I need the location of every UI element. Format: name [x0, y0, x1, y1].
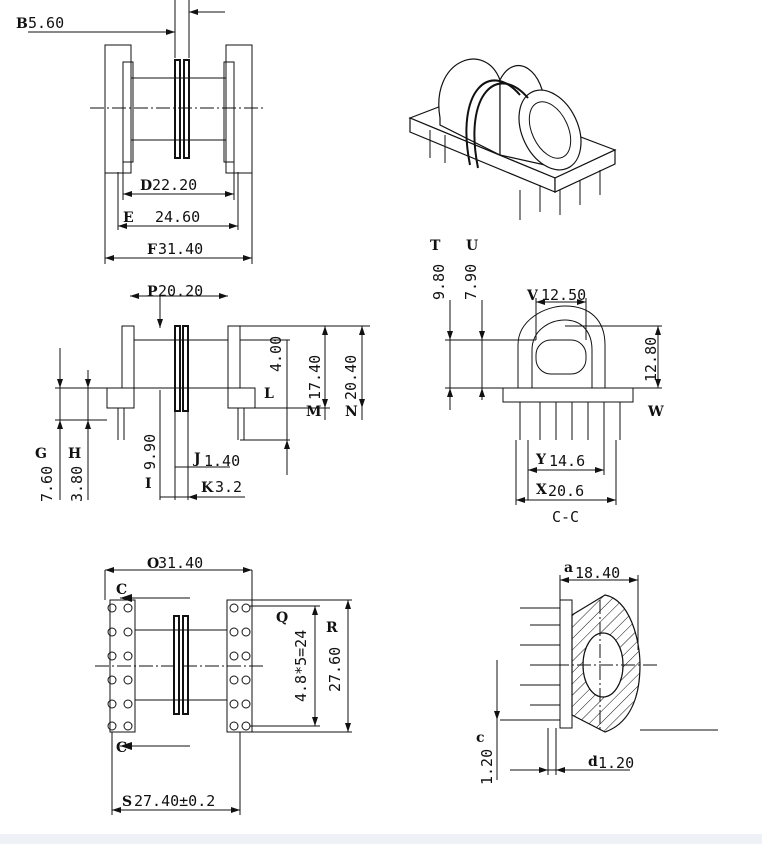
dim-K-label: K [201, 480, 214, 496]
dim-Y-label: Y [535, 452, 547, 468]
dim-D-value: 22.20 [152, 176, 197, 194]
dim-K-value: 3.2 [215, 478, 242, 496]
dim-U-value: 7.90 [462, 264, 480, 300]
isometric-view [408, 58, 617, 220]
dim-I-label: I [145, 476, 152, 492]
dim-D-label: D [140, 178, 152, 194]
dim-F-value: 31.40 [158, 240, 203, 258]
dim-T-label: T [430, 238, 441, 254]
dim-I-value: 9.90 [141, 434, 159, 470]
dim-Y-value: 14.6 [549, 452, 585, 470]
dim-X-value: 20.6 [548, 482, 584, 500]
dim-N-value: 20.40 [342, 355, 360, 400]
dim-d-value: 1.20 [598, 754, 634, 772]
section-marker-bottom: C [116, 740, 127, 756]
dim-R-label: R [326, 620, 338, 636]
dim-H-value: 3.80 [68, 466, 86, 502]
dim-P-label: P [147, 284, 158, 300]
dim-G-value: 7.60 [38, 466, 56, 502]
dim-O-value: 31.40 [158, 554, 203, 572]
section-marker-top: C [116, 582, 127, 598]
dim-c-label: c [476, 730, 485, 746]
top-view-left-flange [104, 44, 132, 174]
dim-M-value: 17.40 [306, 355, 324, 400]
dim-Q-label: Q [276, 610, 288, 626]
dim-c-value: 1.20 [478, 749, 496, 785]
dim-V-value: 12.50 [541, 286, 586, 304]
dim-U-label: U [466, 238, 478, 254]
dim-E-value: 24.60 [155, 208, 200, 226]
dim-E-label: E [123, 210, 134, 226]
dim-d-label: d [588, 754, 598, 770]
end-view: a 18.40 c 1.20 d 1.20 [476, 560, 718, 785]
dim-a-label: a [564, 560, 573, 576]
dim-W-value: 12.80 [642, 337, 660, 382]
dim-M-label: M [306, 404, 322, 420]
dim-B-value: 5.60 [28, 14, 64, 32]
section-cc-label: C-C [552, 508, 579, 526]
dim-Q-value: 4.8*5=24 [292, 630, 310, 702]
dim-H-label: H [68, 446, 81, 462]
left-pin-row [107, 603, 133, 731]
dim-J-value: 1.40 [204, 452, 240, 470]
top-view: B 5.60 D 22.20 E 24.60 F 31.40 [16, 0, 265, 264]
dim-S-label: S [122, 794, 132, 810]
dim-L-label: L [264, 386, 274, 402]
dim-P-value: 20.20 [158, 282, 203, 300]
dim-F-label: F [147, 242, 157, 258]
dim-B-label: B [16, 16, 28, 32]
dim-X-label: X [536, 482, 547, 498]
top-view-right-flange [225, 44, 253, 174]
dim-L-value: 4.00 [267, 336, 285, 372]
dim-N-label: N [345, 404, 358, 420]
dim-J-label: J [192, 451, 201, 467]
right-pin-row [229, 603, 251, 731]
dim-G-label: G [35, 446, 47, 462]
dim-W-label: W [647, 404, 664, 420]
dim-V-label: V [526, 288, 539, 304]
dim-R-value: 27.60 [326, 647, 344, 692]
footer-strip [0, 834, 762, 844]
dim-T-value: 9.80 [430, 264, 448, 300]
section-cc-view: T 9.80 U 7.90 V 12.50 W 12.80 Y 14.6 X 2… [430, 238, 664, 526]
dim-O-label: O [147, 556, 159, 572]
dim-a-value: 18.40 [575, 564, 620, 582]
bottom-view: C C O 31.40 Q 4.8*5=24 R 27.60 S 27.40±0… [95, 554, 352, 815]
dim-S-value: 27.40±0.2 [134, 792, 215, 810]
side-view: P 20.20 G 7.60 H 3.80 I 9.90 J 1.40 K 3.… [35, 282, 370, 502]
